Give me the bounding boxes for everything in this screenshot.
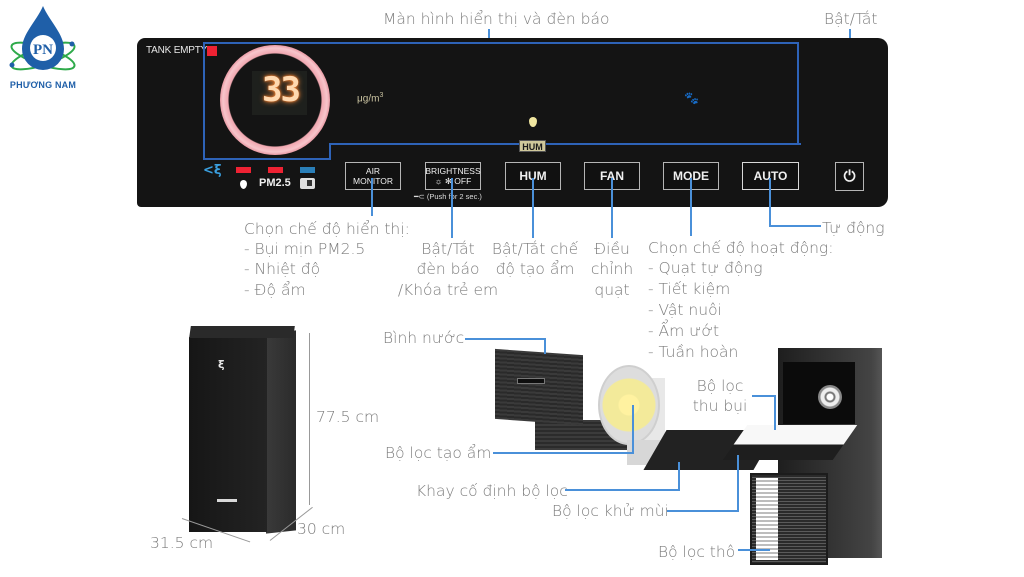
humidity-drop-icon	[240, 180, 247, 189]
child-lock-note: ━⊂ (Push for 2 sec.)	[414, 192, 482, 201]
callout-fan: Điều	[594, 240, 630, 258]
humidify-filter-wheel	[598, 365, 660, 445]
water-tank-image	[495, 348, 583, 426]
tank-empty-indicator	[207, 46, 217, 56]
leader-line-deodorizing	[667, 510, 739, 512]
label-water-tank: Bình nước	[383, 329, 465, 347]
leader-line-pre-filter	[738, 549, 770, 551]
display-highlight-edge	[329, 143, 801, 145]
pm25-label: PM2.5	[259, 177, 291, 189]
callout-brightness: Bật/Tắt	[421, 240, 475, 258]
thermometer-icon	[300, 178, 315, 189]
water-drop-logo-icon: PN	[9, 6, 76, 71]
leader-line-filter-tray	[565, 489, 680, 491]
label-humidify-filter: Bộ lọc tạo ẩm	[385, 444, 492, 462]
temperature-indicator-bar	[300, 167, 315, 173]
brightness-button[interactable]: BRIGHTNESS ☼ ✻ OFF	[425, 162, 481, 190]
callout-mode-item: - Ẩm ướt	[648, 322, 720, 340]
device-logo-icon: ξ	[218, 358, 225, 371]
water-tank-handle	[517, 378, 545, 384]
air-purifier-device	[189, 337, 267, 532]
callout-air-monitor-item: - Độ ẩm	[244, 281, 306, 299]
callout-air-monitor-item: - Bụi mịn PM2.5	[244, 240, 366, 258]
label-dust-filter: Bộ lọc	[696, 377, 744, 395]
label-filter-tray: Khay cố định bộ lọc	[416, 482, 568, 500]
label-dust-filter: thu bụi	[692, 397, 748, 415]
unit-label: μg/m3	[357, 92, 383, 104]
unit-text: μg/m	[357, 93, 380, 105]
leader-line-filter-tray-v	[678, 462, 680, 491]
device-side-panel	[266, 330, 296, 534]
power-button[interactable]: ⏻	[835, 162, 864, 191]
tank-empty-label: TANK EMPTY	[146, 45, 208, 56]
svg-text:PN: PN	[33, 42, 53, 58]
callout-air-monitor-item: - Nhiệt độ	[244, 260, 321, 278]
brightness-label: BRIGHTNESS	[425, 166, 481, 176]
leader-line-humidify-filter-v	[632, 405, 634, 454]
leader-line-mode	[690, 178, 692, 236]
leader-line-water-tank	[465, 338, 545, 340]
leader-line-fan	[611, 178, 613, 238]
power-icon: ⏻	[843, 168, 856, 185]
callout-mode-item: - Quạt tự động	[648, 259, 763, 277]
pm-value-display: 33	[262, 70, 301, 110]
height-dimension: 77.5 cm	[316, 408, 380, 426]
digit-display-background	[252, 71, 307, 115]
humidity-indicator-bar	[236, 167, 251, 173]
callout-hum: Bật/Tắt chế	[491, 240, 579, 258]
air-monitor-button[interactable]: AIR MONITOR	[345, 162, 401, 190]
leader-line-dust-filter	[752, 395, 775, 397]
key-icon: ━⊂	[414, 192, 427, 201]
label-deodorizing-filter: Bộ lọc khử mùi	[552, 502, 669, 520]
daikin-logo-icon: <ξ	[203, 163, 222, 178]
push-note-text: (Push for 2 sec.)	[426, 192, 482, 201]
callout-air-monitor-title: Chọn chế độ hiển thị:	[244, 220, 410, 238]
callout-display: Màn hình hiển thị và đèn báo	[383, 10, 610, 28]
depth-dimension: 30 cm	[297, 520, 346, 538]
height-dimension-line	[309, 333, 310, 505]
leader-line-water-tank-v	[544, 338, 546, 354]
callout-brightness: đèn báo	[416, 260, 480, 278]
unit-exponent: 3	[379, 92, 384, 99]
callout-brightness: /Khóa trẻ em	[397, 281, 499, 299]
hum-indicator: HUM	[519, 140, 546, 152]
display-highlight-edge	[203, 158, 331, 160]
pm25-indicator-bar	[268, 167, 283, 173]
leader-line-auto-h	[769, 225, 821, 227]
device-brand-badge	[217, 499, 237, 502]
humidity-drop-icon	[529, 117, 537, 127]
leader-line-display	[488, 29, 490, 43]
callout-fan: chỉnh	[590, 260, 634, 278]
leader-line-deodorizing-v	[737, 455, 739, 512]
display-highlight-edge	[203, 42, 205, 160]
callout-mode-title: Chọn chế độ hoạt động:	[648, 239, 834, 257]
callout-mode-item: - Tuần hoàn	[648, 343, 739, 361]
pet-mode-paw-icon: 🐾	[684, 91, 699, 105]
callout-mode-item: - Vật nuôi	[648, 301, 722, 319]
callout-mode-item: - Tiết kiệm	[648, 280, 731, 298]
display-highlight-edge	[797, 42, 799, 145]
leader-line-humidify-filter	[493, 452, 633, 454]
label-pre-filter: Bộ lọc thô	[658, 543, 736, 561]
leader-line-dust-filter-v	[774, 395, 776, 430]
phuong-nam-logo: PN PHƯƠNG NAM	[8, 4, 78, 90]
leader-line-hum	[532, 178, 534, 238]
device-top	[189, 326, 295, 338]
callout-power: Bật/Tắt	[824, 10, 878, 28]
callout-hum: độ tạo ẩm	[495, 260, 575, 278]
width-dimension: 31.5 cm	[150, 534, 214, 552]
leader-line-brightness	[451, 178, 453, 238]
leader-line-air-monitor	[371, 178, 373, 216]
fan-hub-icon	[818, 385, 842, 409]
callout-fan: quạt	[594, 281, 630, 299]
auto-button[interactable]: AUTO	[742, 162, 799, 190]
logo-brand-text: PHƯƠNG NAM	[9, 80, 77, 90]
callout-auto: Tự động	[822, 219, 885, 237]
display-highlight-edge	[329, 143, 331, 160]
leader-line-auto	[769, 178, 771, 226]
pre-filter-mesh	[756, 478, 778, 560]
